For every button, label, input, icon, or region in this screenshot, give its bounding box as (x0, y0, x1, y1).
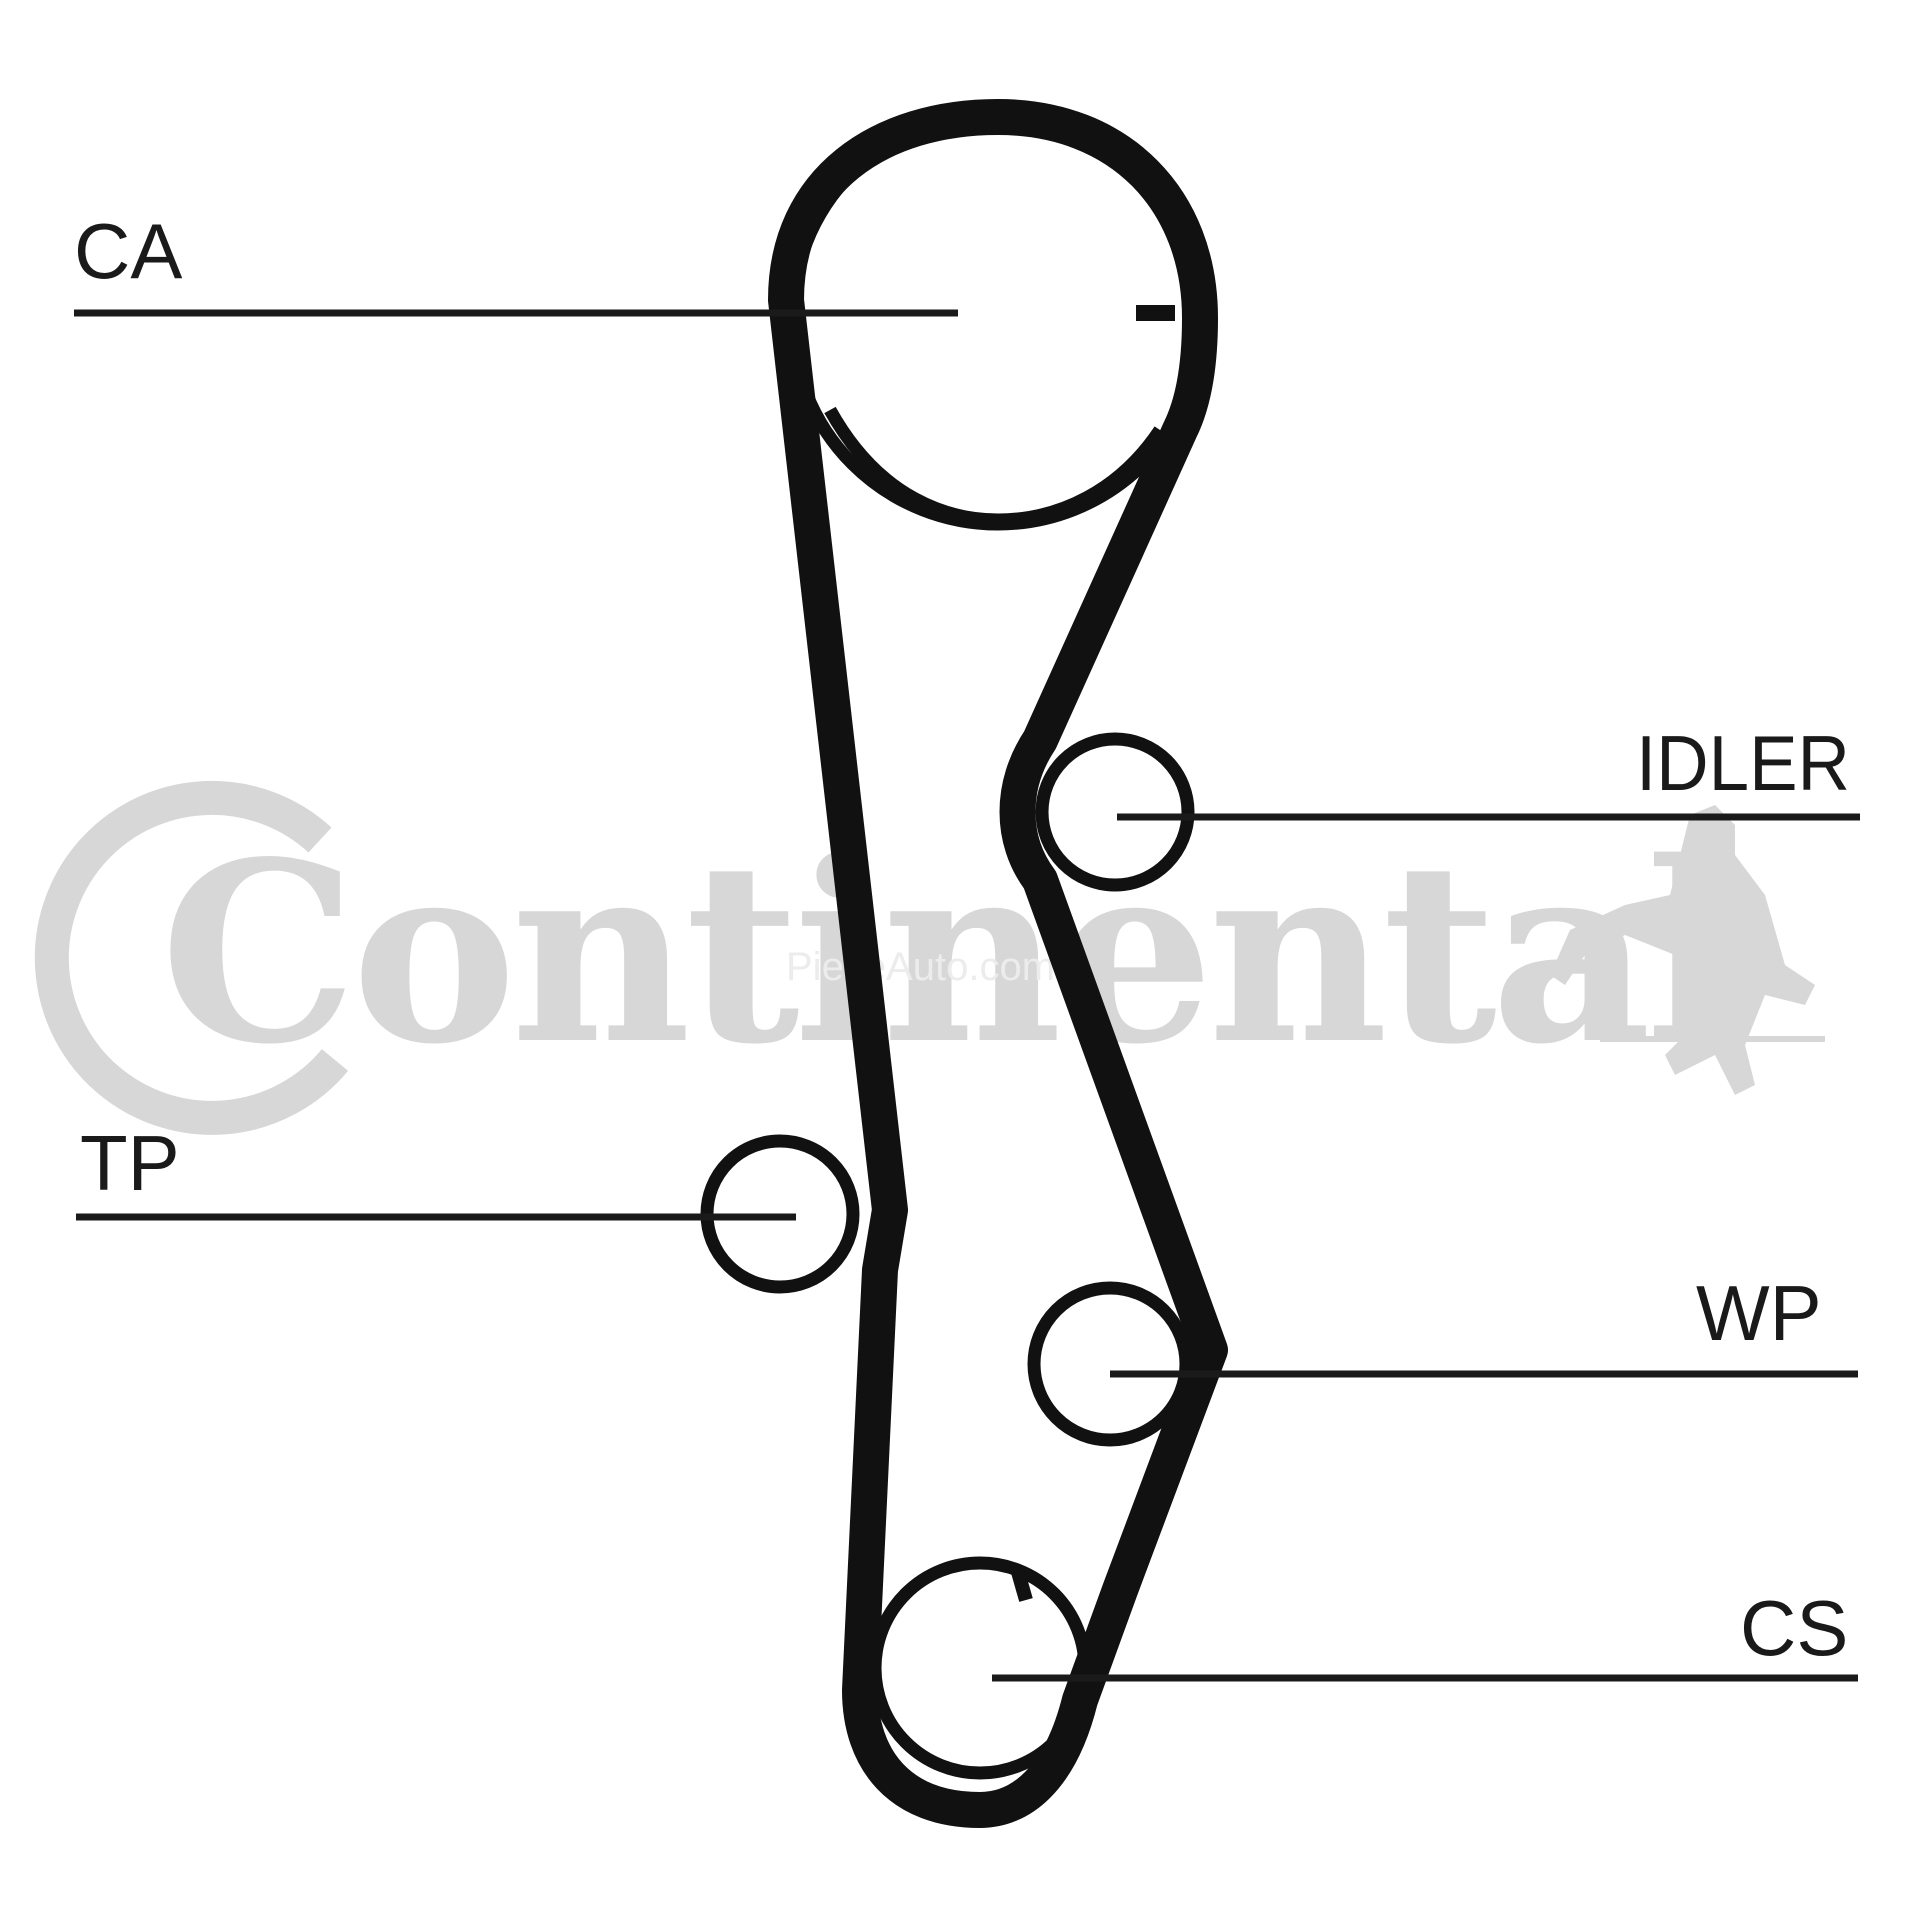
label-tp: TP (80, 1119, 180, 1207)
label-idler: IDLER (1636, 719, 1850, 807)
idler-pulley (1035, 732, 1195, 892)
crankshaft-timing-mark (1011, 1570, 1033, 1602)
belt-inner-edge (824, 406, 1166, 527)
continental-logo: Continental (34, 780, 1825, 1135)
horse-emblem-icon (1550, 805, 1815, 1095)
label-wp: WP (1696, 1269, 1822, 1357)
watermark-brand-text: Continental (160, 808, 1735, 1099)
water-pump-pulley (1027, 1281, 1193, 1447)
logo-c-arc (34, 780, 349, 1135)
label-ca: CA (74, 207, 182, 295)
emblem-underline (1600, 1036, 1825, 1042)
watermark-site-text: PieseAuto.com (786, 945, 1055, 989)
watermark: Continental PieseAuto.com (34, 780, 1825, 1135)
timing-belt (768, 99, 1228, 1828)
label-cs: CS (1740, 1584, 1848, 1672)
